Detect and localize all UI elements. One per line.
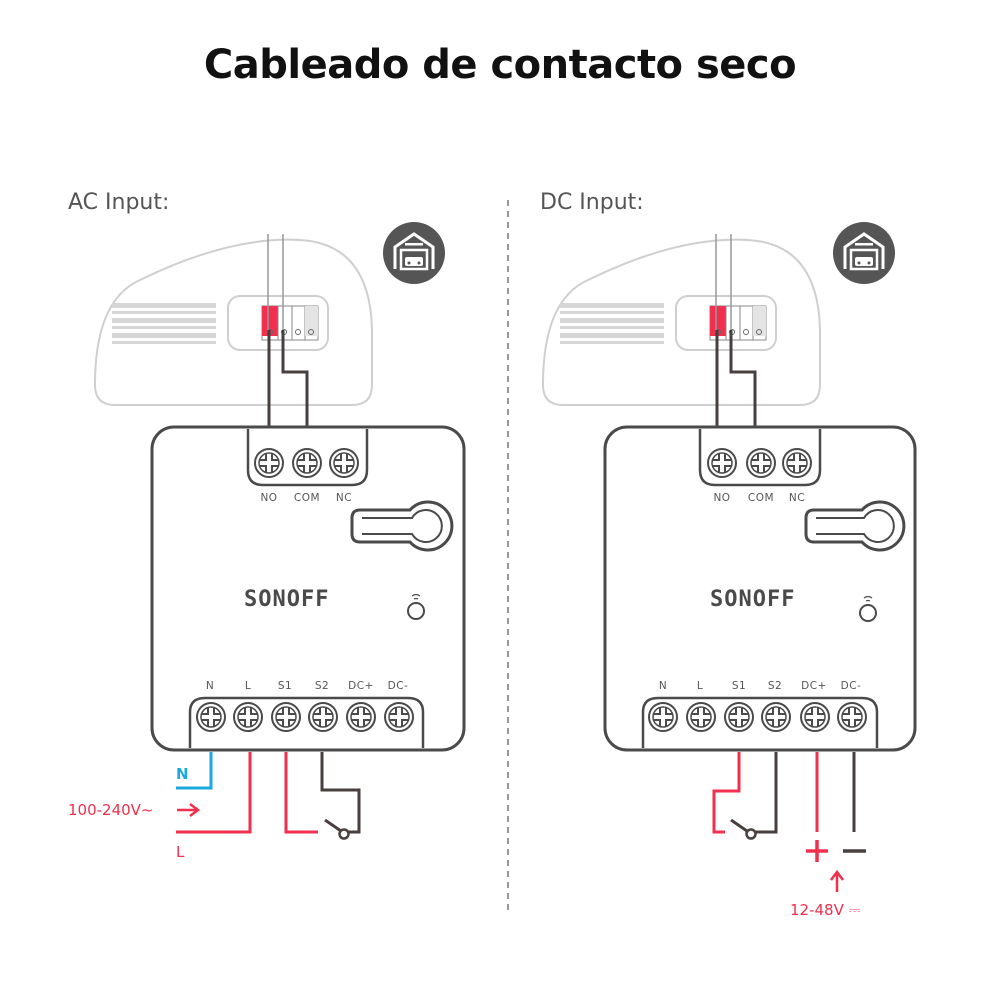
screw-terminal-s1 (271, 702, 301, 732)
dc-input-label: DC Input: (540, 190, 644, 215)
terminal-label-dcminus: DC- (841, 680, 862, 692)
plus-icon (806, 840, 828, 862)
switch-lever (730, 818, 748, 833)
screw-terminal-com (746, 448, 776, 478)
terminal-label-l: L (697, 680, 703, 692)
opener-terminal-box (227, 295, 329, 351)
screw-terminal-n (648, 702, 678, 732)
screw-terminal-s2 (761, 702, 791, 732)
input-arrow-icon (177, 803, 201, 817)
terminal-label-s1: S1 (278, 680, 292, 692)
terminal-label-s2: S2 (315, 680, 329, 692)
s2-wire (755, 752, 778, 834)
dc-panel: NO COM NC SONOFF N L S1 S2 DC+ DC- 12-48… (541, 222, 917, 919)
relay-body (150, 425, 466, 752)
terminal-label-nc: NC (336, 492, 352, 504)
switch-pivot-icon (338, 828, 350, 840)
garage-opener-outline (93, 238, 373, 406)
top-terminals (254, 448, 359, 478)
screw-terminal-s1 (724, 702, 754, 732)
screw-terminal-nc (329, 448, 359, 478)
ac-input-label: AC Input: (68, 190, 170, 215)
s1-wire (712, 752, 741, 834)
keyhole-slot (350, 500, 454, 552)
bottom-terminal-block (641, 696, 879, 748)
terminal-label-no: NO (713, 492, 730, 504)
terminal-label-n: N (206, 680, 214, 692)
terminal-label-s1: S1 (732, 680, 746, 692)
top-terminal-block (246, 429, 369, 487)
neutral-wire (176, 752, 213, 790)
screw-terminal-no (254, 448, 284, 478)
terminal-label-no: NO (260, 492, 277, 504)
terminal-label-dcplus: DC+ (801, 680, 827, 692)
opener-vents (112, 303, 216, 344)
opener-terminal-box (675, 295, 777, 351)
screw-terminal-s2 (308, 702, 338, 732)
terminal-label-dcminus: DC- (388, 680, 409, 692)
live-wire (176, 752, 252, 834)
garage-opener-outline (541, 238, 821, 406)
terminal-label-l: L (245, 680, 251, 692)
pair-button-icon (407, 593, 425, 620)
opener-terminal-block (709, 305, 767, 341)
bottom-terminals (196, 702, 414, 732)
terminal-label-s2: S2 (768, 680, 782, 692)
dc-voltage-label: 12-48V ⎓ (790, 901, 861, 919)
terminal-label-nc: NC (789, 492, 805, 504)
terminal-label-dcplus: DC+ (348, 680, 374, 692)
relay-body (603, 425, 917, 752)
garage-icon (383, 222, 445, 284)
screw-terminal-dcminus (837, 702, 867, 732)
bottom-terminals (648, 702, 867, 732)
pair-button-icon (859, 595, 877, 622)
wire-com (729, 330, 757, 432)
screw-terminal-l (233, 702, 263, 732)
brand-logo: SONOFF (710, 587, 795, 612)
top-terminals (707, 448, 812, 478)
s2-wire (320, 752, 361, 834)
live-label: L (176, 843, 185, 861)
screw-terminal-dcplus (346, 702, 376, 732)
bottom-terminal-block (188, 696, 425, 748)
screw-terminal-dcminus (384, 702, 414, 732)
screw-terminal-com (292, 448, 322, 478)
screw-terminal-n (196, 702, 226, 732)
opener-vents (560, 303, 664, 344)
brand-logo: SONOFF (244, 587, 329, 612)
page-title: Cableado de contacto seco (203, 42, 797, 88)
screw-terminal-l (686, 702, 716, 732)
ac-voltage-label: 100-240V~ (68, 801, 154, 819)
switch-lever (324, 818, 342, 833)
s1-wire (284, 752, 318, 834)
screw-terminal-dcplus (800, 702, 830, 732)
input-arrow-icon (830, 869, 844, 892)
top-terminal-block (698, 429, 822, 487)
garage-icon (833, 222, 895, 284)
ac-panel: NO COM NC SONOFF N L S1 S2 DC+ DC- N 100… (68, 222, 466, 861)
switch-pivot-icon (745, 828, 757, 840)
wire-com (281, 330, 309, 432)
terminal-label-com: COM (748, 492, 774, 504)
screw-terminal-no (707, 448, 737, 478)
screw-terminal-nc (782, 448, 812, 478)
keyhole-slot (804, 500, 906, 552)
terminal-label-n: N (659, 680, 667, 692)
terminal-label-com: COM (294, 492, 320, 504)
neutral-label: N (176, 765, 189, 783)
